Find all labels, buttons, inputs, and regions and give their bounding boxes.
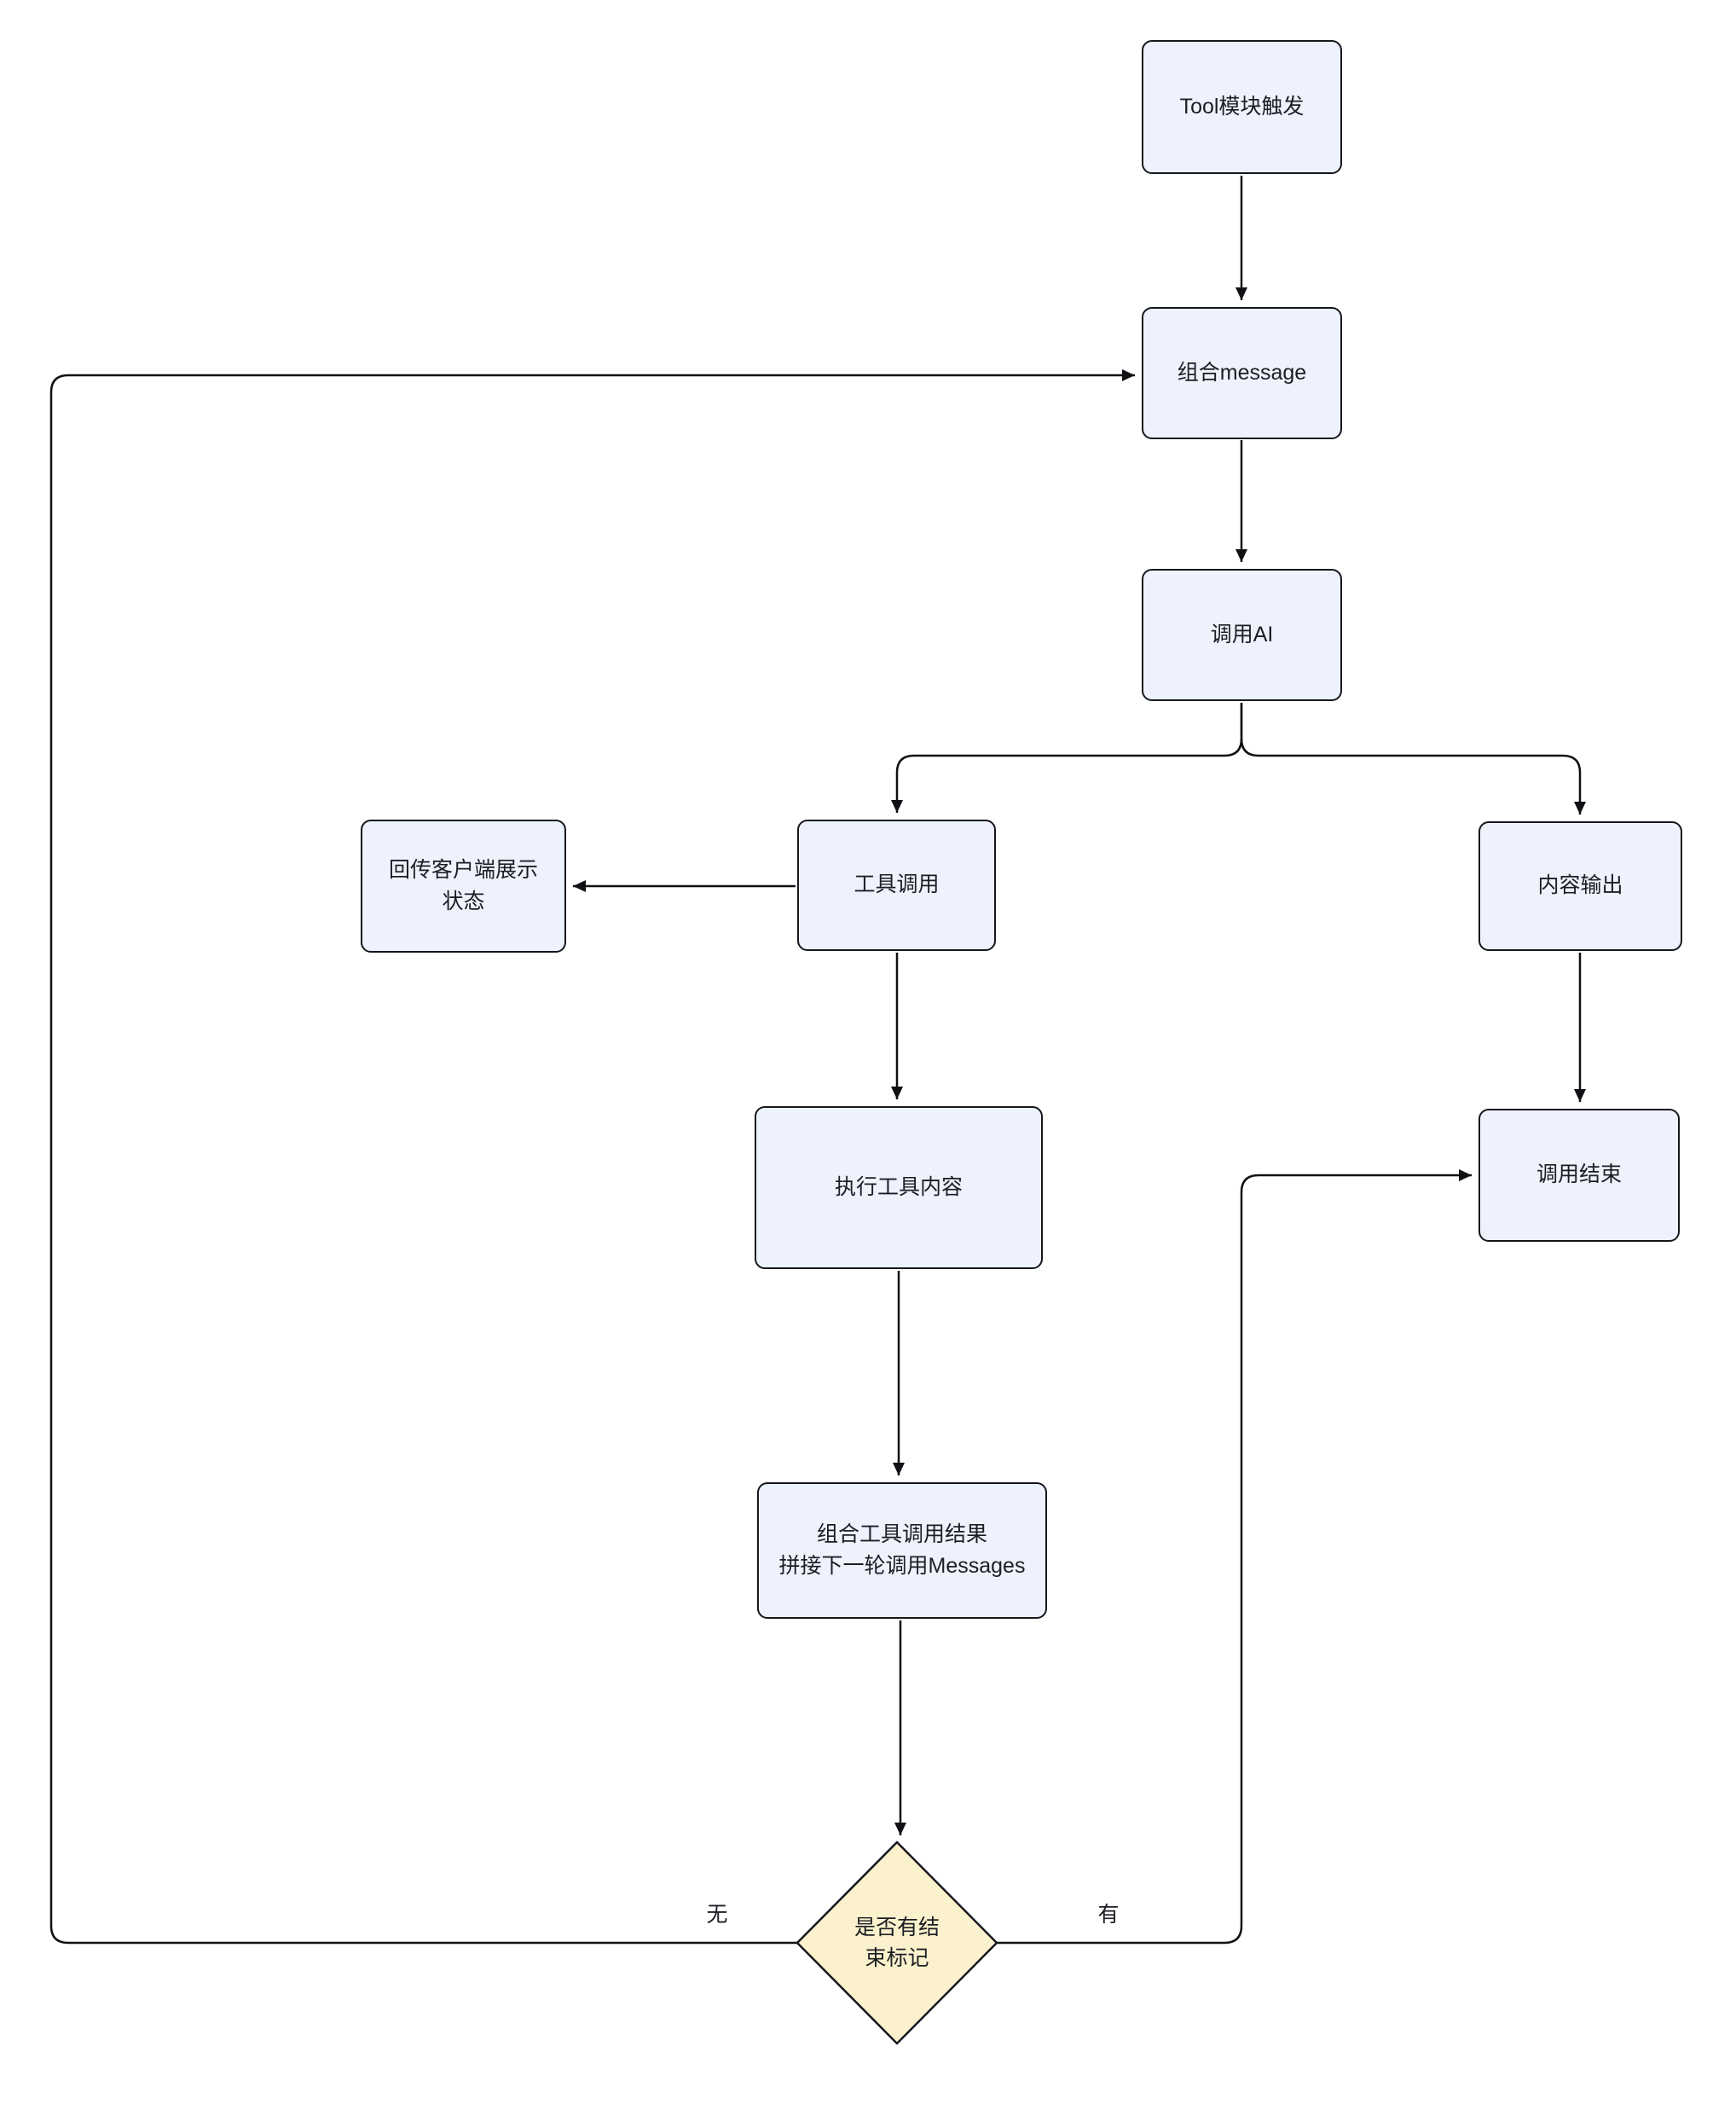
node-end-decision: 是否有结 束标记	[854, 1915, 940, 1970]
node-execute-tool: 执行工具内容	[755, 1106, 1043, 1269]
edge-label-no: 无	[703, 1898, 732, 1928]
edge-label-yes: 有	[1094, 1898, 1123, 1928]
edge-decision-yes-to-call-end	[997, 1169, 1472, 1945]
node-client-status: 回传客户端展示 状态	[361, 820, 566, 953]
node-content-output: 内容输出	[1478, 821, 1682, 951]
edge-call-ai-to-tool-call	[891, 703, 1243, 813]
node-tool-call: 工具调用	[797, 820, 996, 951]
node-tool-trigger: Tool模块触发	[1142, 40, 1342, 174]
edge-call-ai-to-content-output	[1240, 703, 1586, 814]
node-compose-result: 组合工具调用结果 拼接下一轮调用Messages	[757, 1482, 1047, 1619]
node-call-ai: 调用AI	[1142, 569, 1342, 701]
node-compose-message: 组合message	[1142, 307, 1342, 439]
node-call-end: 调用结束	[1478, 1109, 1680, 1242]
